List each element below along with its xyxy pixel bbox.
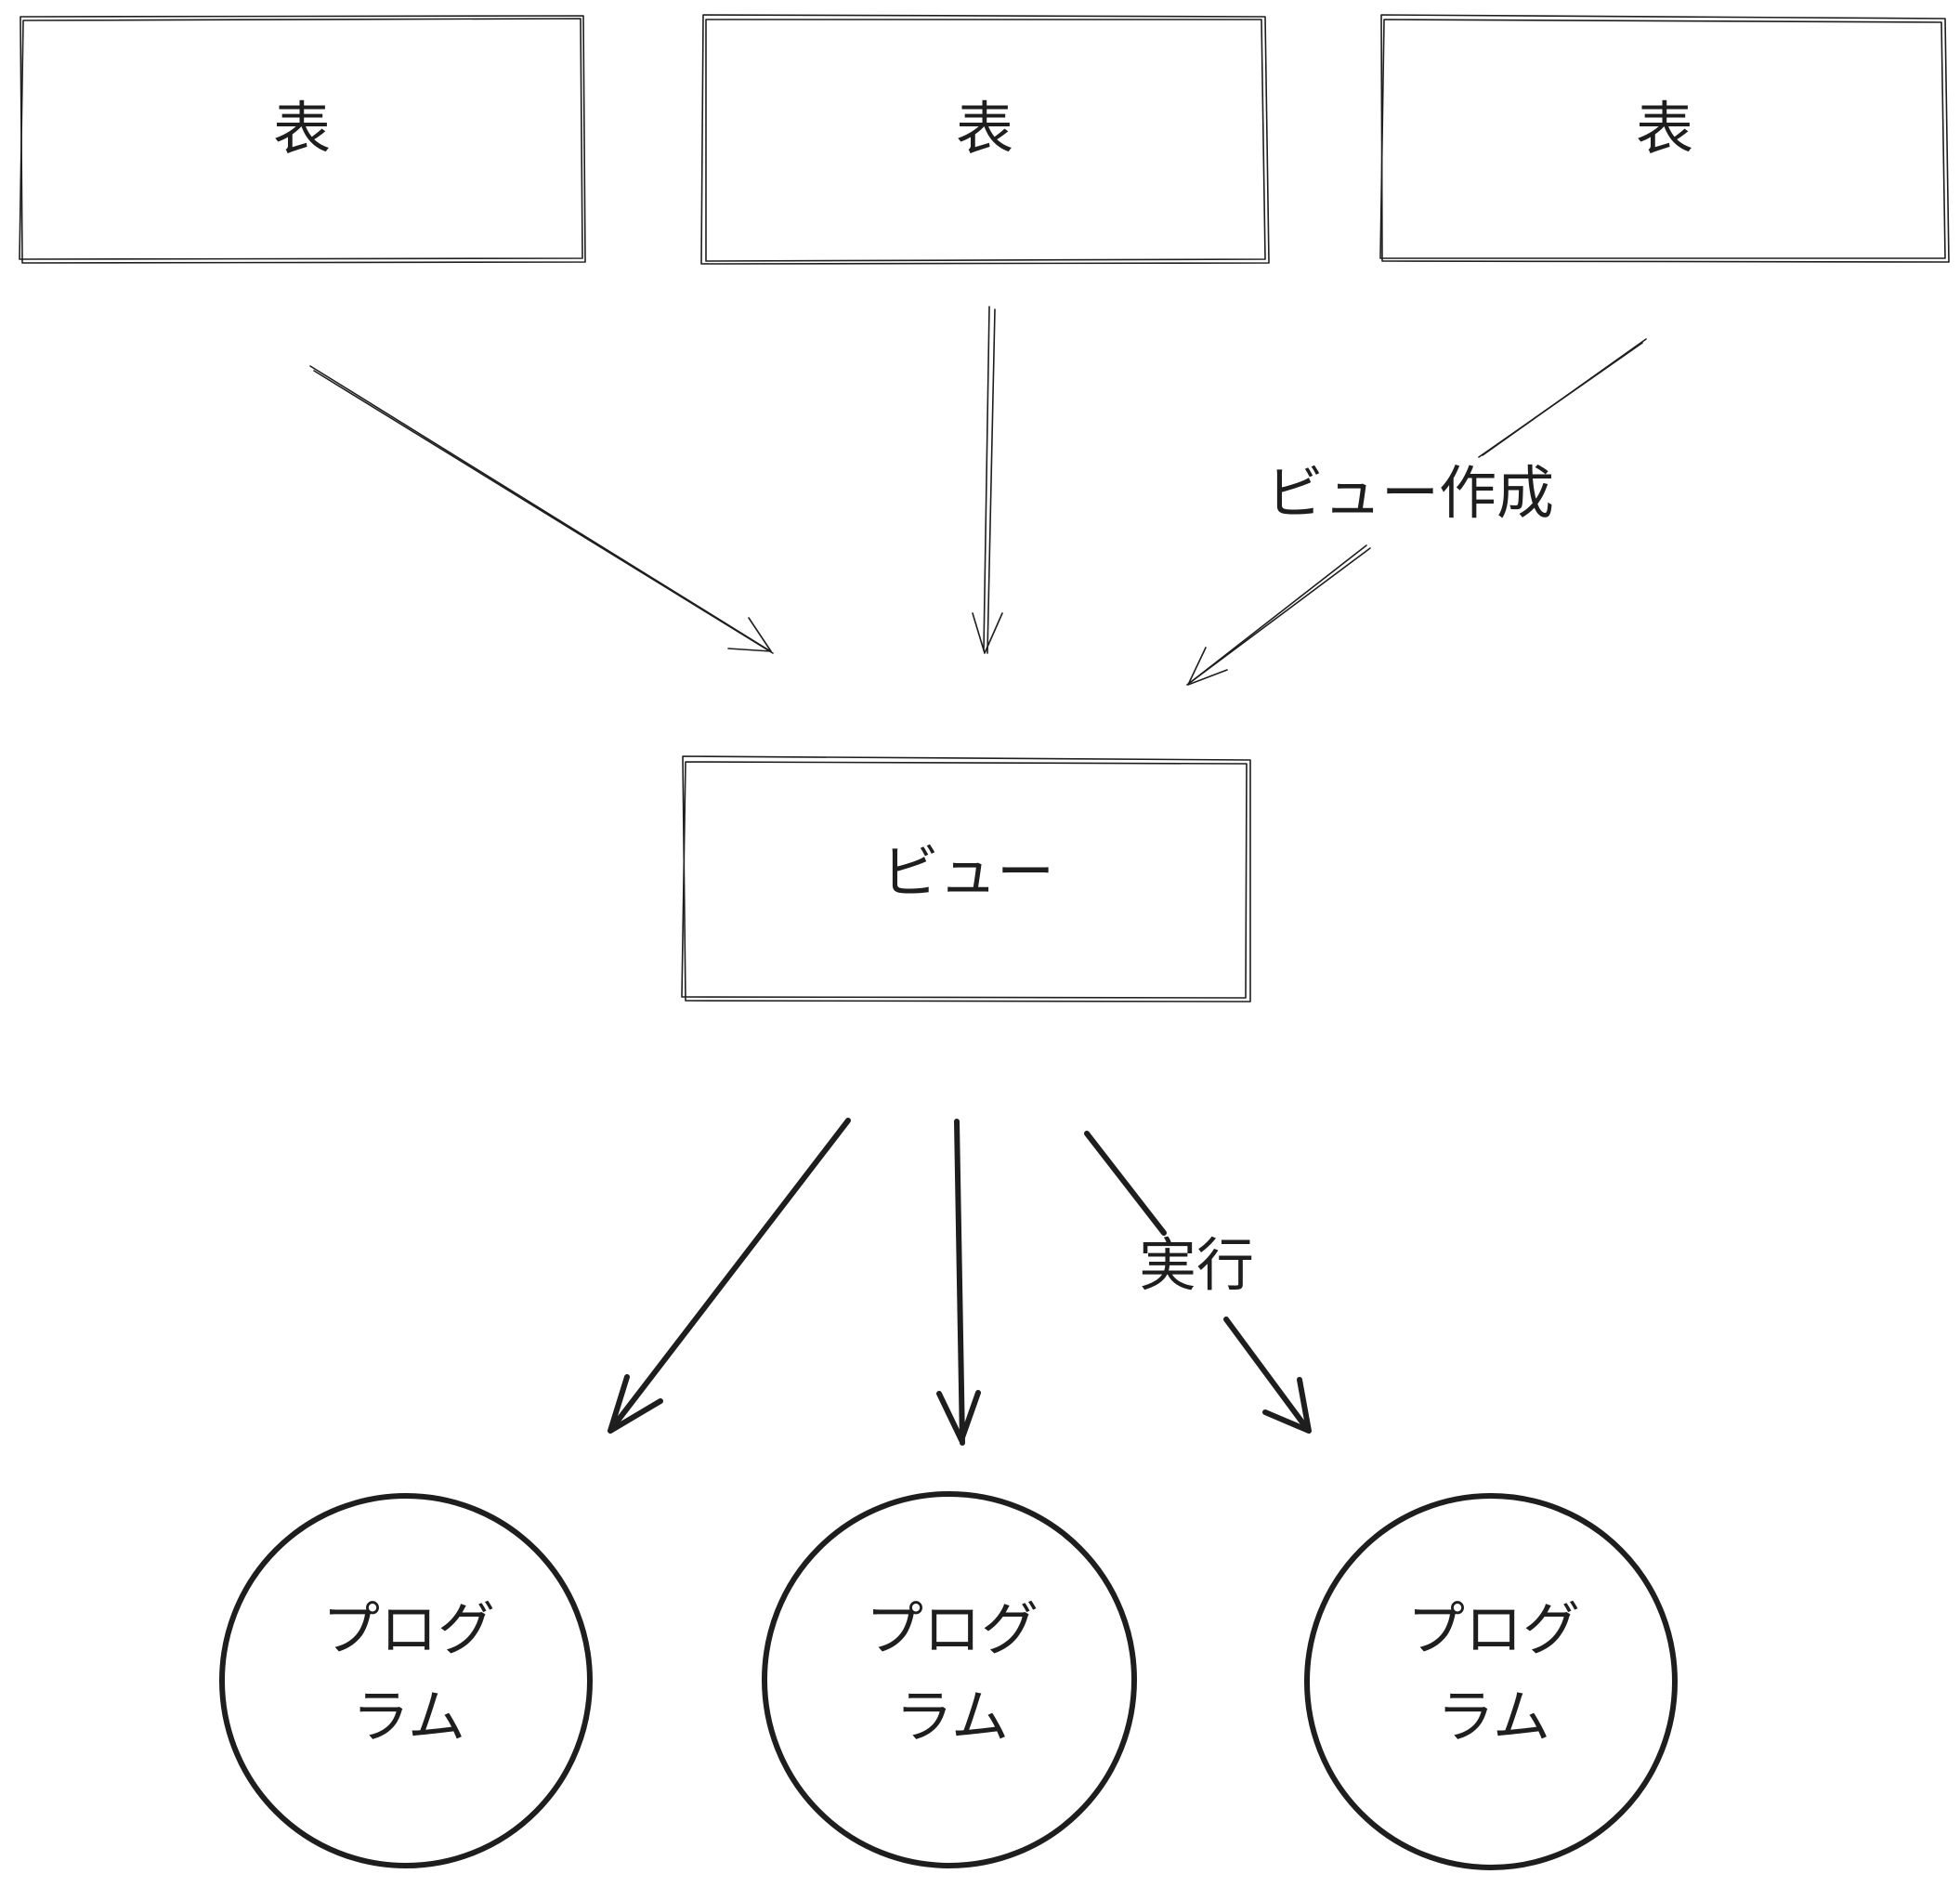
program-label-1-line1: プログ — [322, 1595, 495, 1663]
table-box-3[interactable]: 表 — [1379, 14, 1950, 263]
program-circle-2[interactable]: プログ ラム — [762, 1491, 1137, 1868]
program-circle-1[interactable]: プログ ラム — [219, 1493, 593, 1868]
table-label-1: 表 — [273, 95, 331, 163]
program-label-2-line1: プログ — [866, 1595, 1039, 1663]
arrow-view-to-program-1 — [608, 1118, 851, 1434]
table-box-2[interactable]: 表 — [700, 14, 1270, 265]
create-view-label: ビュー作成 — [1266, 459, 1554, 527]
table-label-2: 表 — [956, 95, 1013, 163]
program-label-3-line2: ラム — [1437, 1683, 1550, 1750]
view-box[interactable]: ビュー — [681, 755, 1251, 1002]
arrow-view-to-program-3 — [1084, 1131, 1312, 1434]
arrow-table2-to-view — [972, 306, 1003, 654]
arrow-view-to-program-2 — [936, 1119, 981, 1446]
program-label-1-line2: ラム — [352, 1683, 465, 1750]
arrow-table1-to-view — [309, 365, 774, 654]
program-label-2-line2: ラム — [895, 1683, 1009, 1750]
view-label: ビュー — [882, 838, 1054, 906]
execute-label: 実行 — [1139, 1231, 1254, 1299]
table-box-1[interactable]: 表 — [19, 15, 586, 264]
program-label-3-line1: プログ — [1407, 1595, 1580, 1663]
arrow-table3-to-view — [1186, 338, 1647, 686]
program-circle-3[interactable]: プログ ラム — [1304, 1493, 1678, 1870]
table-label-3: 表 — [1636, 95, 1693, 163]
